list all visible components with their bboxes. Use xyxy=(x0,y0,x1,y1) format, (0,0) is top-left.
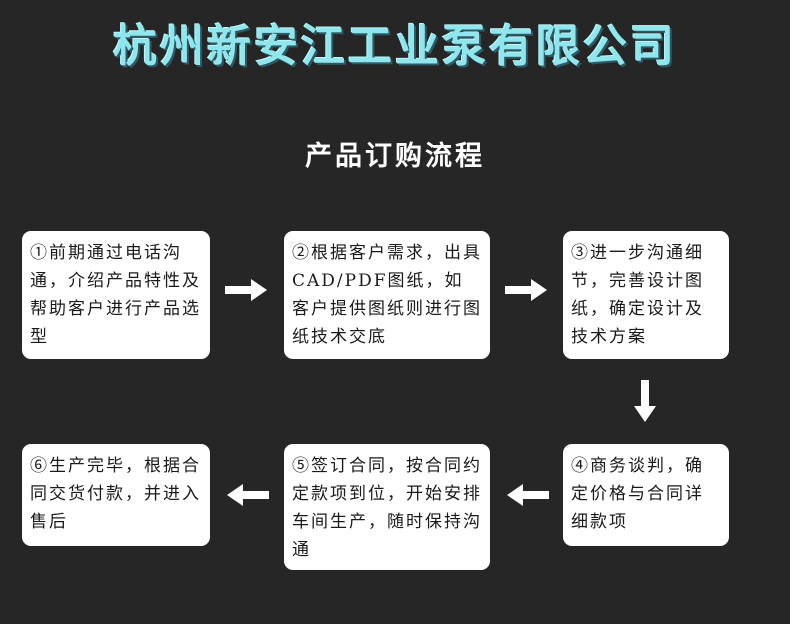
arrow-left-icon xyxy=(227,484,269,506)
step-1-box: ①前期通过电话沟通，介绍产品特性及帮助客户进行产品选型 xyxy=(22,231,210,359)
flow-title: 产品订购流程 xyxy=(305,141,485,172)
step-2-box: ②根据客户需求，出具CAD/PDF图纸，如客户提供图纸则进行图纸技术交底 xyxy=(284,231,490,359)
company-title: 杭州新安江工业泵有限公司 xyxy=(113,21,677,72)
step-6-box: ⑥生产完毕，根据合同交货付款，并进入售后 xyxy=(22,444,210,546)
arrow-left-icon xyxy=(507,484,549,506)
arrow-right-icon xyxy=(225,279,267,301)
step-3-box: ③进一步沟通细节，完善设计图纸，确定设计及技术方案 xyxy=(563,231,729,359)
step-5-box: ⑤签订合同，按合同约定款项到位，开始安排车间生产，随时保持沟通 xyxy=(284,444,490,570)
arrow-down-icon xyxy=(634,380,656,422)
arrow-right-icon xyxy=(505,279,547,301)
step-4-box: ④商务谈判，确定价格与合同详细款项 xyxy=(563,444,729,546)
